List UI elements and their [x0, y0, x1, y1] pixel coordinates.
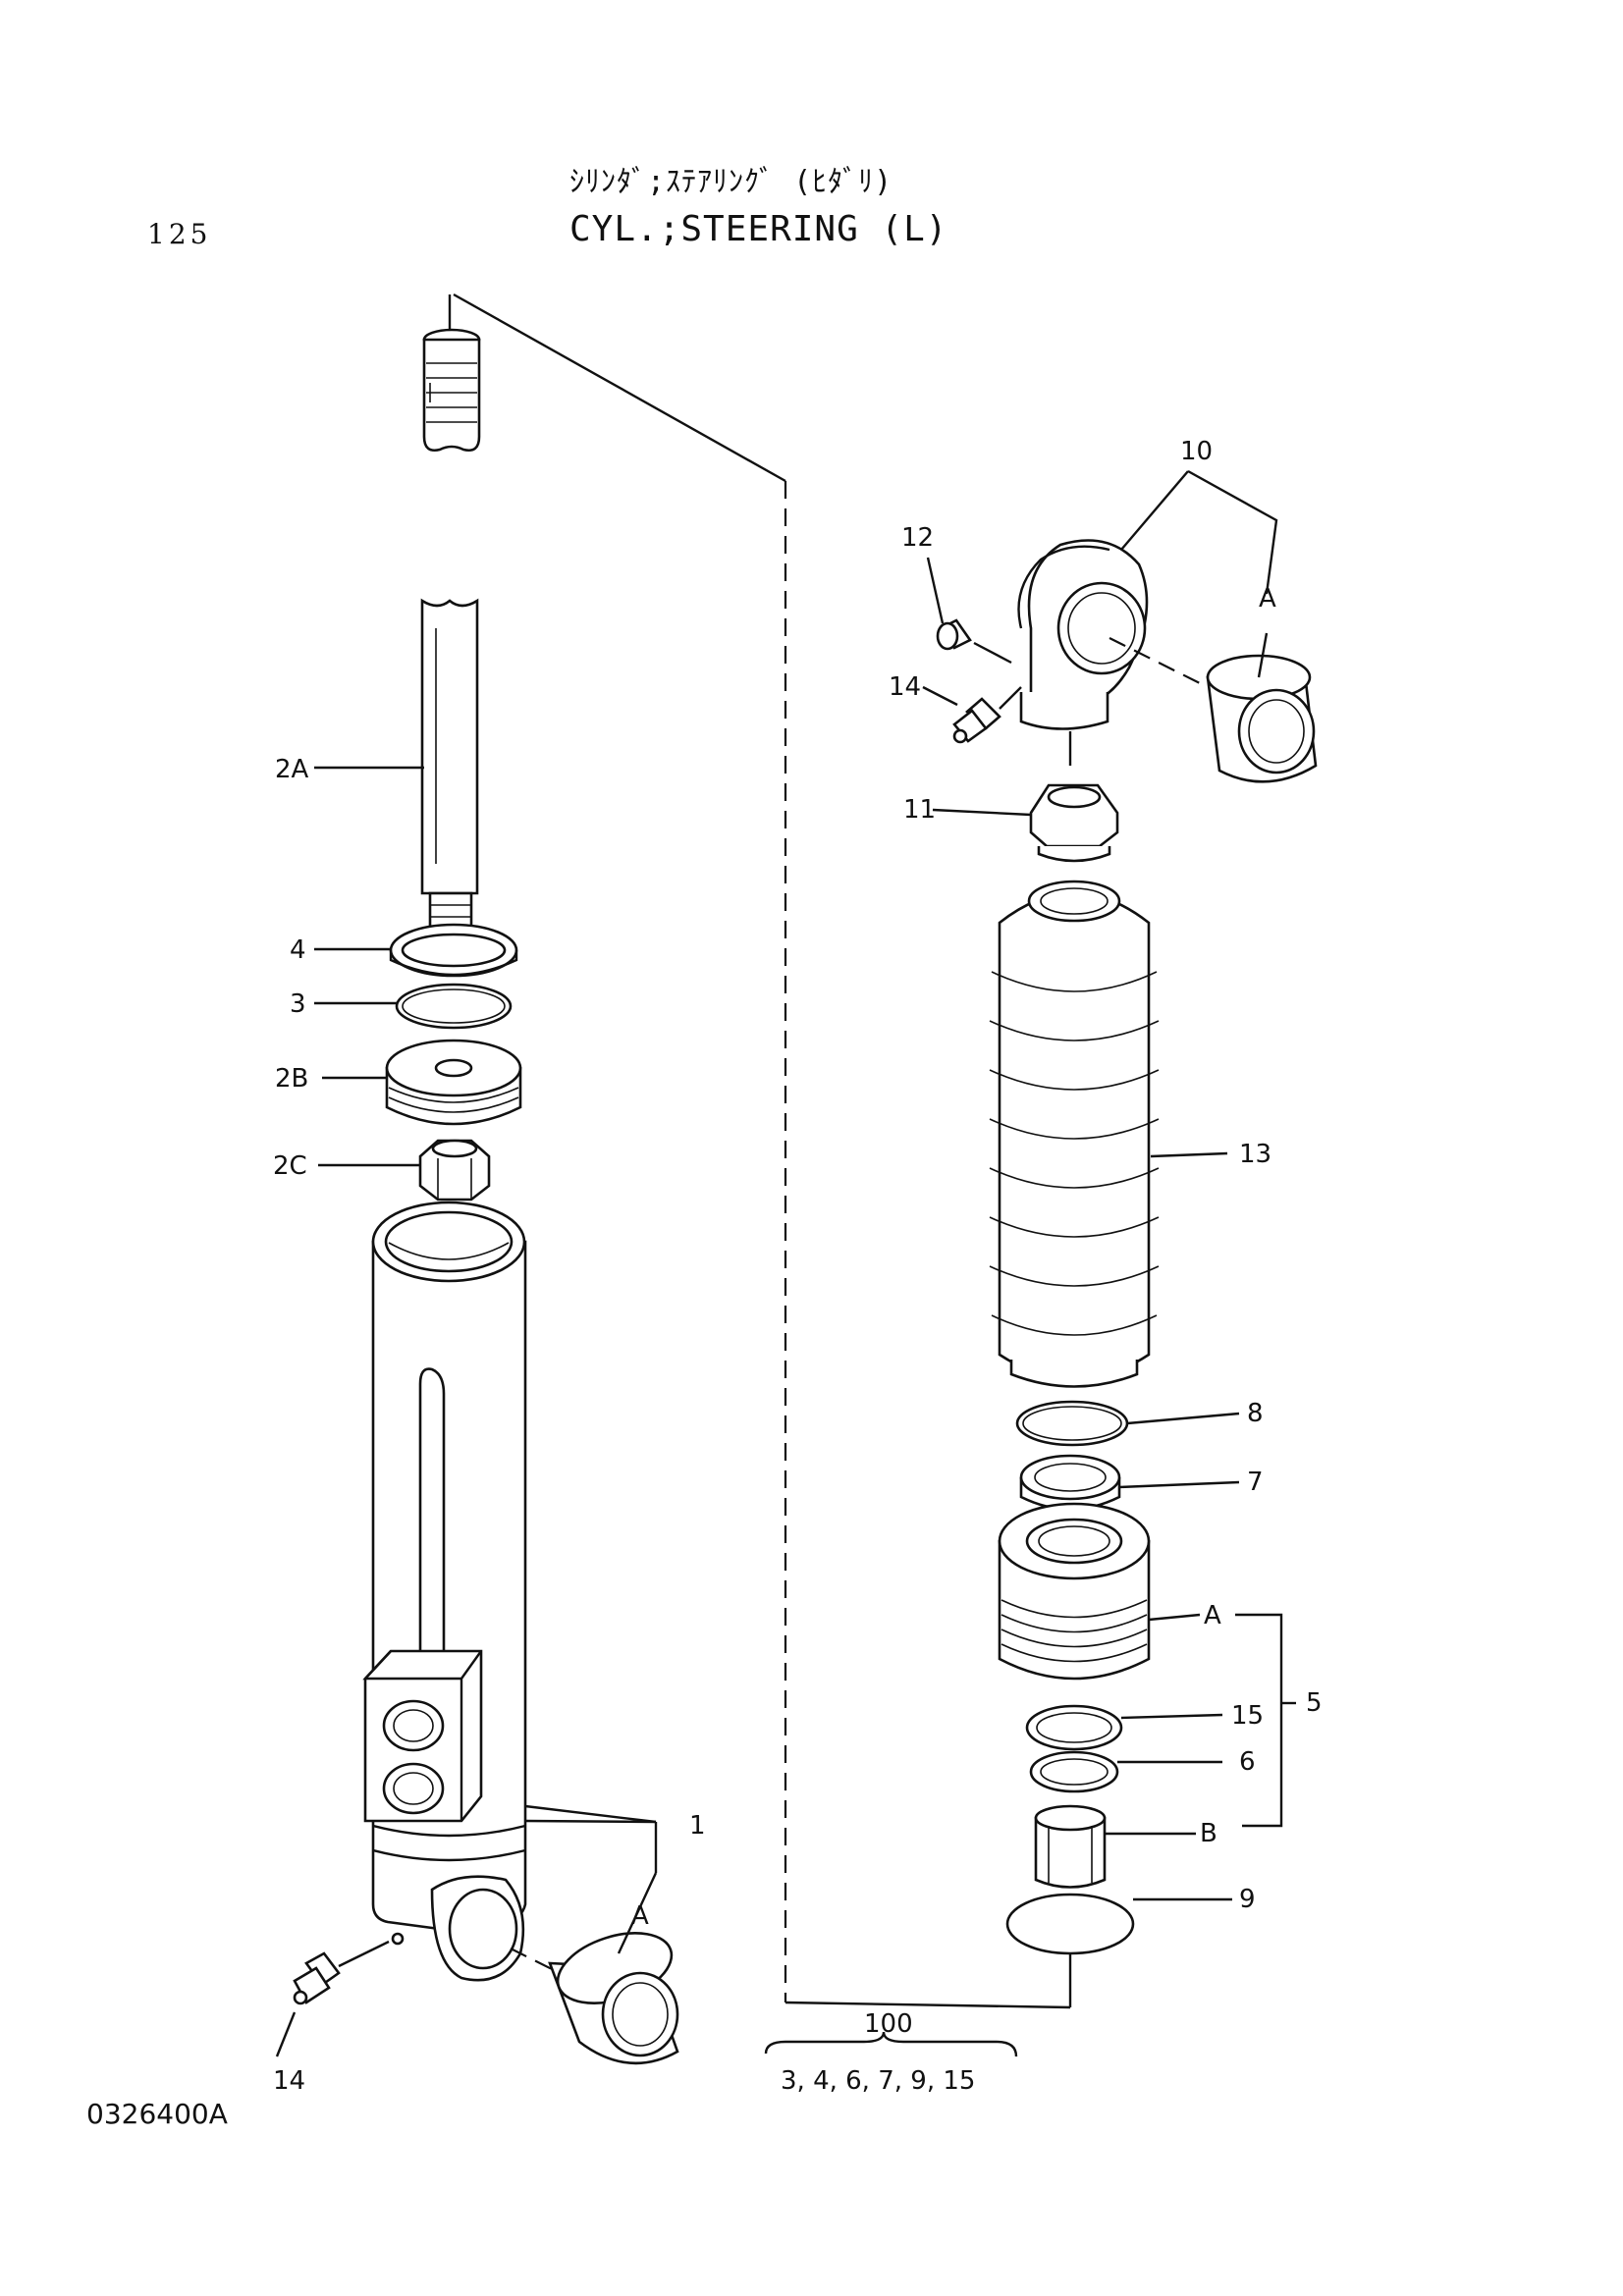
- page-number: 125: [147, 218, 212, 250]
- callout-2B: 2B: [275, 1064, 308, 1094]
- callout-B: B: [1200, 1819, 1217, 1848]
- dust-boot-13: [989, 880, 1160, 1388]
- callout-4: 4: [290, 935, 306, 965]
- kit-contents: 3, 4, 6, 7, 9, 15: [781, 2066, 975, 2096]
- ring-15: [1025, 1704, 1123, 1751]
- callout-A-upper: A: [1259, 584, 1276, 614]
- grease-fitting-14-upper: [952, 686, 1022, 744]
- callout-15: 15: [1231, 1701, 1264, 1731]
- gland-5-A: [998, 1502, 1151, 1681]
- callout-2C: 2C: [273, 1151, 307, 1181]
- callout-14-lower: 14: [273, 2066, 305, 2096]
- callout-12: 12: [901, 523, 934, 553]
- bushing-A-lower: [510, 1932, 679, 2065]
- snap-ring-8: [1015, 1400, 1129, 1447]
- grease-fitting-14-lower: [293, 1940, 390, 2005]
- nut-11: [1029, 783, 1119, 863]
- bushing-A-upper: [1206, 654, 1318, 783]
- dust-seal-7: [1019, 1454, 1121, 1511]
- set-screw-12: [936, 618, 1012, 665]
- callout-A-lower: A: [631, 1901, 649, 1931]
- assembly-bracket-lines: [448, 293, 1072, 2009]
- callout-1: 1: [689, 1811, 706, 1841]
- callout-8: 8: [1247, 1399, 1264, 1428]
- callout-13: 13: [1239, 1140, 1271, 1169]
- callout-10: 10: [1180, 437, 1213, 466]
- callout-2A: 2A: [275, 755, 309, 784]
- callout-14-upper: 14: [889, 672, 921, 702]
- kit-number: 100: [864, 2009, 913, 2039]
- cylinder-tube-1: [362, 1201, 527, 1982]
- title-japanese: ｼﾘﾝﾀﾞ;ｽﾃｱﾘﾝｸﾞ (ﾋﾀﾞﾘ): [569, 165, 893, 199]
- piston-2B: [385, 1039, 522, 1126]
- o-ring-9: [1005, 1893, 1135, 1955]
- leader-lines: [275, 469, 1296, 2057]
- callout-5: 5: [1306, 1688, 1323, 1718]
- callout-6: 6: [1239, 1747, 1256, 1777]
- callout-7: 7: [1247, 1468, 1264, 1497]
- seal-6: [1029, 1750, 1119, 1793]
- callout-11: 11: [903, 795, 936, 825]
- title-english: CYL.;STEERING (L): [569, 209, 948, 249]
- bushing-B: [1034, 1804, 1107, 1889]
- o-ring-3: [395, 983, 513, 1030]
- drawing-code: 0326400A: [86, 2098, 228, 2130]
- nut-2C: [418, 1139, 491, 1201]
- wear-ring-4: [389, 923, 518, 978]
- piston-rod-2A: [420, 328, 481, 946]
- callout-A-gland: A: [1204, 1601, 1221, 1630]
- callout-3: 3: [290, 989, 306, 1019]
- callout-9: 9: [1239, 1885, 1256, 1914]
- rod-eye-10: [1017, 539, 1209, 766]
